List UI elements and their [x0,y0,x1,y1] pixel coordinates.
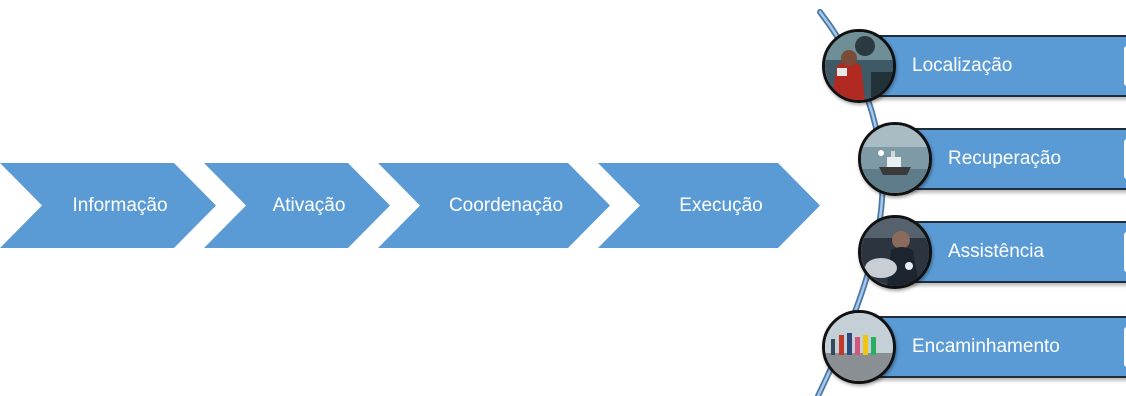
step-box-encaminhamento: Encaminhamento [860,316,1126,378]
boat-at-sea-photo [858,122,932,196]
chevron-label-execucao: Execução [679,194,763,216]
people-walking-pier-photo [822,310,896,384]
medical-assistance-photo [858,215,932,289]
step-box-assistencia: Assistência [896,221,1126,283]
step-label-recuperacao: Recuperação [948,148,1062,169]
step-tab [1124,46,1126,86]
rescue-worker-photo [822,29,896,103]
step-box-localizacao: Localização [860,35,1126,97]
step-label-assistencia: Assistência [948,241,1045,262]
step-box-recuperacao: Recuperação [896,128,1126,190]
step-label-localizacao: Localização [912,55,1013,76]
step-tab [1124,232,1126,272]
step-label-encaminhamento: Encaminhamento [912,336,1060,357]
chevron-label-informacao: Informação [72,194,168,216]
chevron-label-coordenacao: Coordenação [448,194,564,216]
chevron-label-ativacao: Ativação [272,194,346,216]
step-tab [1124,139,1126,179]
step-tab [1124,327,1126,367]
